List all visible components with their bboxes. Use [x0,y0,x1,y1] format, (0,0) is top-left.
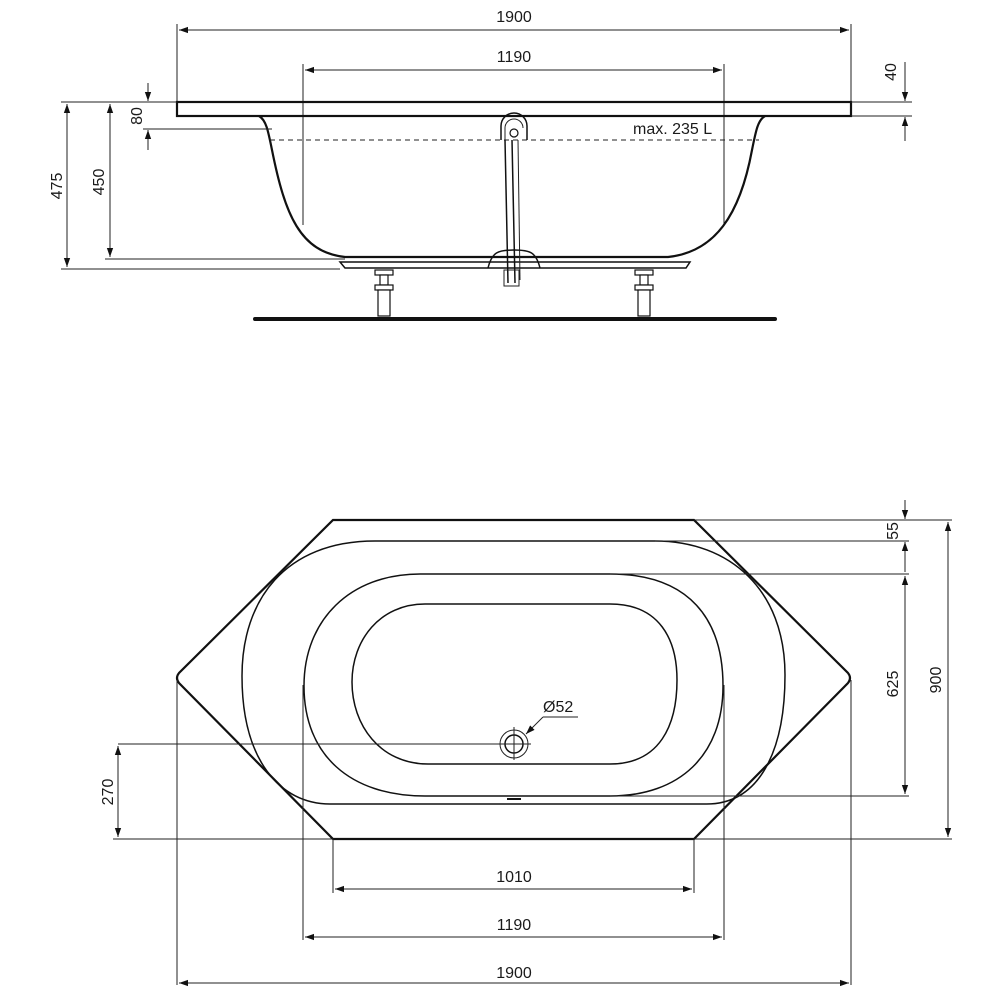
dim-label: 40 [883,63,900,81]
dim-inner-depth: 450 [91,104,345,260]
tub-basin [258,115,766,259]
tub-foot-right [634,269,654,317]
dim-label: 1190 [497,917,532,934]
dim-label: 1900 [496,965,532,982]
dim-top-overall-length: 1900 [179,965,849,987]
overflow-waste-assembly [487,112,541,287]
outer-basin-contour [241,540,786,805]
tub-rim [175,100,853,118]
hexagon-outline [175,518,852,841]
dim-flat-edge-length: 1010 [335,869,692,893]
dim-label: 1010 [496,869,532,886]
inner-basin-contour [351,603,678,765]
dim-label: 625 [885,671,902,698]
dim-top-inner-length: 1190 [305,917,722,941]
dim-label: 80 [129,107,146,125]
tub-base-plate [338,261,692,269]
dim-overall-width: 900 [928,522,952,837]
dim-label: 450 [91,169,108,196]
dim-side-inner-length: 1190 [302,49,725,225]
dim-rim-to-waterline: 80 [129,83,272,150]
capacity-label: max. 235 L [633,121,712,138]
dim-label: 475 [49,173,66,200]
top-view: Ø52 1010 1190 1900 270 [100,500,952,987]
drain: Ø52 [118,699,578,760]
drain-diameter-label: Ø52 [543,699,573,716]
dim-label: 1190 [497,49,532,66]
middle-basin-contour [303,573,724,797]
dim-label: 900 [928,667,945,694]
dim-rim-offset: 55 [885,500,909,572]
tub-foot-left [374,269,394,317]
dim-drain-offset: 270 [100,746,333,840]
dim-label: 270 [100,779,117,806]
dim-side-overall-length: 1900 [176,9,852,102]
side-view: 1900 1190 max. 235 L [49,9,912,321]
dim-rim-thickness: 40 [851,62,912,141]
dim-inner-width: 625 [885,576,909,794]
dim-label: 1900 [496,9,532,26]
dim-label: 55 [885,522,902,540]
dim-total-height: 475 [49,101,340,270]
